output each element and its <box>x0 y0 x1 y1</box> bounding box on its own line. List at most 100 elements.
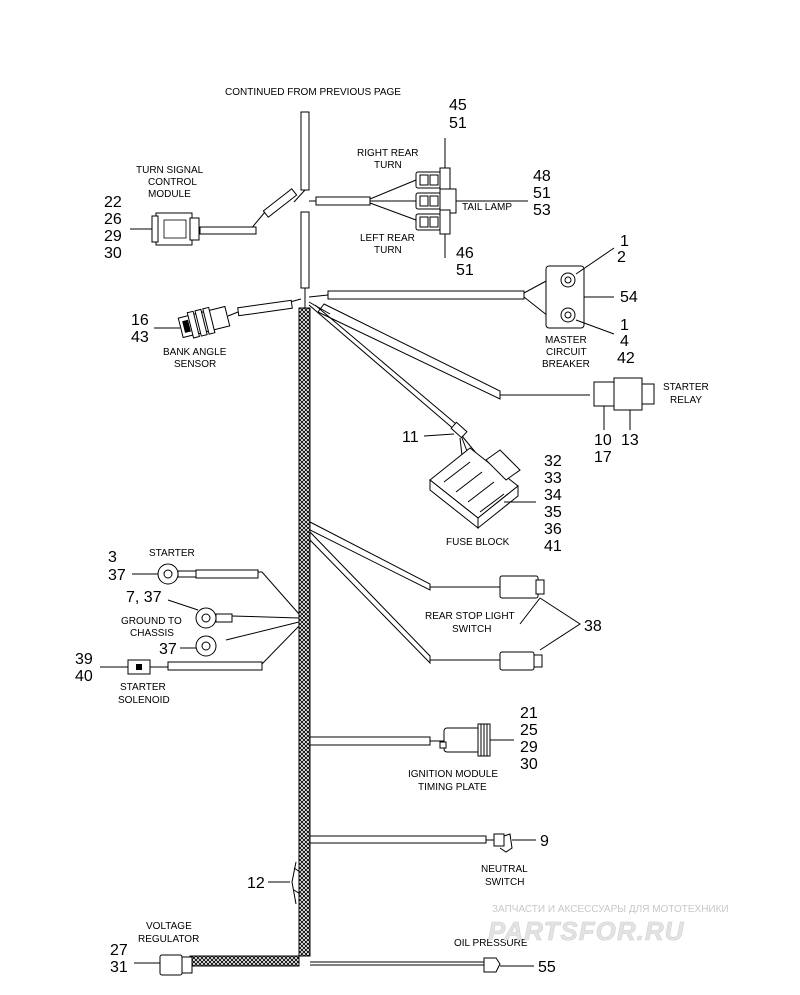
right-rear-turn-label-1: RIGHT REAR <box>357 148 419 159</box>
oil-pressure <box>310 957 534 973</box>
ignition-module <box>309 723 514 757</box>
breaker-ref: 42 <box>617 350 635 367</box>
oil-pressure-label: OIL PRESSURE <box>454 938 528 949</box>
starter-ring-terminal <box>157 563 179 585</box>
breaker-ref: 2 <box>617 249 626 266</box>
solenoid-ref: 40 <box>75 668 93 685</box>
stop-switch-lower-connector <box>499 651 535 671</box>
ground-ref-upper: 7, 37 <box>126 589 162 606</box>
solenoid-ref: 39 <box>75 651 93 668</box>
ground-ring-terminal-upper <box>195 607 217 629</box>
voltage-regulator-label-2: REGULATOR <box>138 934 199 945</box>
harness-clip-ref: 12 <box>247 875 265 892</box>
fuse-block-ref: 35 <box>544 504 562 521</box>
right-rear-turn-ref: 51 <box>449 115 467 132</box>
left-rear-turn-ref: 51 <box>456 262 474 279</box>
breaker-ref: 1 <box>620 317 629 334</box>
tail-lamp-ref: 48 <box>533 168 551 185</box>
ignition-ref: 30 <box>520 756 538 773</box>
left-rear-turn-label-2: TURN <box>374 245 402 256</box>
solenoid-label-1: STARTER <box>120 682 166 693</box>
turn-signal-ref: 30 <box>104 245 122 262</box>
ignition-ref: 21 <box>520 705 538 722</box>
left-rear-turn-label-1: LEFT REAR <box>360 233 415 244</box>
watermark-logo: PARTSFOR.RU <box>488 916 685 946</box>
bank-angle-ref: 16 <box>131 312 149 329</box>
tail-lamp-ref: 51 <box>533 185 551 202</box>
starter-relay-body <box>593 381 615 407</box>
oil-pressure-sender <box>483 957 501 973</box>
ground-ref-lower: 37 <box>159 641 177 658</box>
neutral-switch-terminal <box>493 833 505 847</box>
bank-angle-sensor <box>154 298 302 339</box>
left-rear-turn-ref: 46 <box>456 245 474 262</box>
harness-clip <box>268 861 301 905</box>
starter-relay <box>308 301 655 430</box>
starter-relay-label-1: STARTER <box>663 382 709 393</box>
stop-switch-label-2: SWITCH <box>452 624 491 635</box>
rear-lighting-branch <box>309 138 528 258</box>
breaker-label-2: CIRCUIT <box>546 347 587 358</box>
voltage-regulator-ref: 27 <box>110 942 128 959</box>
fuse-block-label: FUSE BLOCK <box>446 537 510 548</box>
turn-signal-module-body <box>155 212 193 246</box>
main-harness <box>189 111 311 967</box>
breaker-ref: 4 <box>620 333 629 350</box>
starter-relay-ref: 13 <box>621 432 639 449</box>
fuse-block-ref: 36 <box>544 521 562 538</box>
starter-relay-ref: 10 <box>594 432 612 449</box>
stop-switch-upper-connector <box>499 575 539 599</box>
breaker-label-3: BREAKER <box>542 359 590 370</box>
bank-angle-label-1: BANK ANGLE <box>163 347 227 358</box>
ignition-label-2: TIMING PLATE <box>418 782 487 793</box>
starter-relay-ref: 17 <box>594 449 612 466</box>
turn-signal-module-label-2: CONTROL <box>148 177 197 188</box>
bank-angle-label-2: SENSOR <box>174 359 216 370</box>
fuse-block-ref: 34 <box>544 487 562 504</box>
tail-lamp-label: TAIL LAMP <box>462 202 512 213</box>
starter-ref: 37 <box>108 567 126 584</box>
ground-ring-terminal-lower <box>195 635 217 657</box>
ignition-ref: 25 <box>520 722 538 739</box>
stop-switch-ref: 38 <box>584 618 602 635</box>
neutral-switch-label-2: SWITCH <box>485 877 524 888</box>
voltage-regulator <box>134 954 193 976</box>
turn-signal-module <box>130 188 306 246</box>
neutral-switch <box>309 833 536 853</box>
starter-label: STARTER <box>149 548 195 559</box>
rear-stop-light-switch <box>309 521 581 671</box>
stop-switch-label-1: REAR STOP LIGHT <box>425 611 515 622</box>
bank-angle-ref: 43 <box>131 329 149 346</box>
fuse-block-ref: 32 <box>544 453 562 470</box>
fuse-block <box>308 304 536 530</box>
fuse-block-ref: 41 <box>544 538 562 555</box>
tail-lamp-ref: 53 <box>533 202 551 219</box>
turn-signal-module-label-1: TURN SIGNAL <box>136 165 204 176</box>
turn-signal-module-label-3: MODULE <box>148 189 191 200</box>
ground-label-1: GROUND TO <box>121 616 182 627</box>
right-rear-turn-ref: 45 <box>449 97 467 114</box>
ignition-ref: 29 <box>520 739 538 756</box>
neutral-switch-label-1: NEUTRAL <box>481 864 528 875</box>
breaker-label-1: MASTER <box>545 335 587 346</box>
oil-pressure-ref: 55 <box>538 959 556 976</box>
breaker-ref: 1 <box>620 233 629 250</box>
breaker-ref: 54 <box>620 289 638 306</box>
watermark: ЗАПЧАСТИ И АКСЕССУАРЫ ДЛЯ МОТОТЕХНИКИ PA… <box>488 904 729 946</box>
watermark-tagline: ЗАПЧАСТИ И АКСЕССУАРЫ ДЛЯ МОТОТЕХНИКИ <box>492 904 729 915</box>
fuse-block-ref: 33 <box>544 470 562 487</box>
voltage-regulator-connector <box>159 954 183 976</box>
ground-label-2: CHASSIS <box>130 628 174 639</box>
neutral-switch-ref: 9 <box>540 833 549 850</box>
starter-relay-label-2: RELAY <box>670 395 702 406</box>
solenoid-label-2: SOLENOID <box>118 695 170 706</box>
voltage-regulator-label-1: VOLTAGE <box>146 921 192 932</box>
ignition-module-connector <box>443 727 481 753</box>
continued-label: CONTINUED FROM PREVIOUS PAGE <box>225 87 401 98</box>
starter-ground-branch <box>100 563 300 675</box>
starter-ref: 3 <box>108 549 117 566</box>
ignition-label-1: IGNITION MODULE <box>408 769 498 780</box>
turn-signal-ref: 29 <box>104 228 122 245</box>
voltage-regulator-ref: 31 <box>110 959 128 976</box>
